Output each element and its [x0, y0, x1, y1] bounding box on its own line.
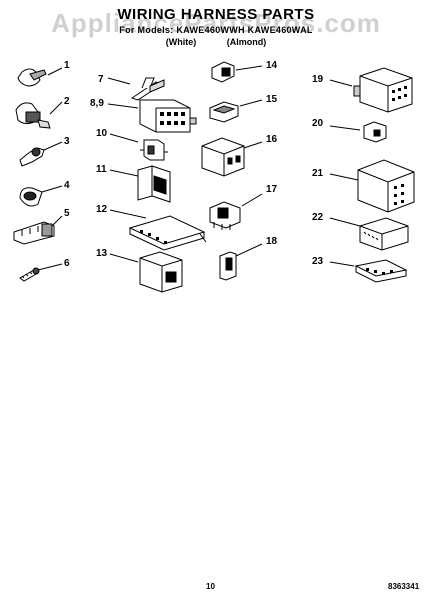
drawing-number: 8363341	[388, 582, 420, 591]
part-label-23: 23	[312, 256, 324, 267]
watermark: AppliancePartsPros.com	[51, 8, 381, 38]
part-label-4: 4	[64, 180, 70, 191]
part-label-15: 15	[266, 94, 278, 105]
part-label-17: 17	[266, 184, 278, 195]
part-10-connector[interactable]	[109, 133, 168, 161]
part-21-block-connector[interactable]	[329, 159, 415, 213]
part-label-22: 22	[312, 212, 324, 223]
part-6-screw[interactable]	[19, 263, 63, 282]
part-label-19: 19	[312, 74, 324, 85]
color-almond-label: (Almond)	[226, 37, 267, 47]
part-23-terminal-strip[interactable]	[329, 259, 408, 283]
part-8-9-connector[interactable]	[107, 99, 197, 133]
part-5-bracket[interactable]	[13, 215, 63, 245]
part-12-strip[interactable]	[109, 209, 207, 251]
part-label-13: 13	[96, 248, 108, 259]
part-7-terminal-housing[interactable]	[107, 77, 165, 101]
part-1-clip[interactable]	[17, 67, 63, 87]
part-20-small-connector[interactable]	[329, 121, 387, 143]
part-16-connector[interactable]	[201, 137, 263, 177]
part-18-terminal[interactable]	[219, 243, 263, 281]
part-4-ring-clip[interactable]	[19, 185, 63, 207]
part-label-6: 6	[64, 258, 70, 269]
color-line: (White) (Almond)	[0, 37, 432, 47]
part-label-12: 12	[96, 204, 108, 215]
part-15-clip[interactable]	[209, 99, 263, 123]
part-label-3: 3	[64, 136, 70, 147]
part-14-plug[interactable]	[211, 61, 263, 83]
part-17-connector[interactable]	[209, 193, 263, 230]
part-label-1: 1	[64, 60, 70, 71]
part-11-connector[interactable]	[109, 165, 171, 203]
part-2-clamp[interactable]	[15, 101, 63, 129]
part-label-2: 2	[64, 96, 70, 107]
page-title: WIRING HARNESS PARTS	[117, 6, 315, 23]
color-white-label: (White)	[165, 37, 197, 47]
part-label-20: 20	[312, 118, 324, 129]
part-label-10: 10	[96, 128, 108, 139]
part-label-18: 18	[266, 236, 278, 247]
model-subtitle: For Models: KAWE460WWH KAWE460WAL	[119, 25, 313, 35]
part-label-5: 5	[64, 208, 70, 219]
part-label-8-9: 8,9	[90, 98, 104, 109]
part-22-pin-connector[interactable]	[329, 217, 409, 251]
part-label-21: 21	[312, 168, 324, 179]
part-label-11: 11	[96, 164, 107, 175]
part-label-16: 16	[266, 134, 278, 145]
part-label-7: 7	[98, 74, 104, 85]
part-13-connector[interactable]	[109, 251, 183, 293]
part-label-14: 14	[266, 60, 278, 71]
part-19-multi-connector[interactable]	[329, 67, 413, 113]
page-number: 10	[206, 582, 215, 591]
part-3-tie[interactable]	[19, 141, 63, 167]
